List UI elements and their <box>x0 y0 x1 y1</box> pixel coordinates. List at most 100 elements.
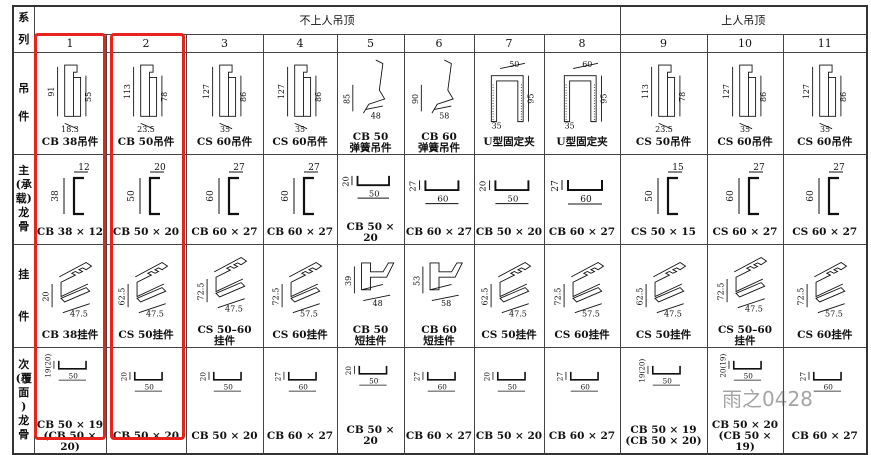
component-label: CB 50 短挂件 <box>352 323 389 347</box>
component-label: CB 60 × 27 <box>191 226 258 238</box>
dimension-label: 48 <box>373 298 383 307</box>
component-label: CB 38 × 12 <box>36 226 104 238</box>
dimension-label: 27 <box>833 163 845 173</box>
dimension-label: 35 <box>740 125 750 134</box>
component-label: CB 38吊件 <box>41 136 99 148</box>
dimension-label: 20 <box>340 176 350 187</box>
component-label: U型固定夹 <box>483 136 535 148</box>
component-label: CB 60 × 27 <box>266 226 334 238</box>
dimension-label: 50 <box>507 195 518 205</box>
component-label: CB 50 × 20 <box>191 429 258 442</box>
dimension-label: 60 <box>299 382 309 391</box>
component-label: CB 60 × 27 <box>548 429 616 442</box>
dimension-label: 47.5 <box>70 309 88 318</box>
u-channel-icon: 19(20)50 <box>637 358 681 386</box>
row-label: 挂 件 <box>12 243 35 348</box>
dimension-label: 50 <box>744 371 754 380</box>
u-channel-icon: 20(19) 50 <box>719 353 762 380</box>
dimension-label: 35 <box>219 125 229 134</box>
u-clip-icon: 50 95 35 <box>490 60 536 131</box>
hanger-clip-icon: 72.557.5 <box>796 262 848 318</box>
dimension-label: 55 <box>84 92 93 102</box>
column-number: 10 <box>706 33 784 53</box>
dimension-label: 60 <box>726 190 736 202</box>
dimension-label: 35 <box>565 122 575 131</box>
dimension-label: 19(20) <box>637 358 646 382</box>
dimension-label: 20(19) <box>719 353 728 377</box>
dimension-label: 53 <box>412 275 421 285</box>
series-header: 系 列 <box>12 5 35 53</box>
component-label: CB 60 × 27 <box>405 226 473 238</box>
dimension-label: 12 <box>78 163 89 173</box>
component-label: CB 60 短挂件 <box>421 323 457 347</box>
dimension-label: 78 <box>678 92 687 102</box>
dimension-label: 50 <box>145 382 155 391</box>
dimension-label: 60 <box>281 190 291 202</box>
dimension-label: 95 <box>527 94 536 104</box>
dimension-label: 20 <box>120 371 129 381</box>
component-label: CB 50 × 20 <box>346 220 395 244</box>
component-label: CS 50挂件 <box>118 329 174 341</box>
component-label: CS 60吊件 <box>797 136 853 148</box>
highlight-column-1 <box>34 33 106 440</box>
dimension-label: 60 <box>581 382 591 391</box>
dimension-label: 62.5 <box>481 288 490 306</box>
watermark: 雨之0428 <box>722 387 813 411</box>
row-label: 主 (承 载) 龙 骨 <box>12 153 35 245</box>
component-label: CB 50 弹簧吊件 <box>349 130 392 154</box>
dimension-label: 60 <box>580 195 592 205</box>
component-label: CS 60挂件 <box>554 329 610 341</box>
dimension-label: 127 <box>722 84 731 99</box>
dimension-label: 35 <box>492 122 502 131</box>
dimension-label: 50 <box>369 188 380 198</box>
column-number: 5 <box>336 33 405 53</box>
dimension-label: 27 <box>798 371 807 381</box>
hanger-clip-icon: 72.557.5 <box>272 262 323 318</box>
component-label: CB 60 × 27 <box>405 429 473 442</box>
c-profile-icon: 60 27 <box>281 163 320 216</box>
dimension-label: 27 <box>274 371 283 381</box>
dimension-label: 50 <box>509 60 519 69</box>
dimension-label: 57.5 <box>582 309 600 318</box>
component-label: U型固定夹 <box>556 136 608 148</box>
dimension-label: 20 <box>154 163 166 173</box>
dimension-label: 91 <box>47 87 56 97</box>
component-label: CB 50 × 20 <box>475 429 543 442</box>
hanger-clip-icon: 72.557.5 <box>554 262 605 318</box>
dimension-label: 50 <box>69 371 79 380</box>
dimension-label: 47.5 <box>509 309 527 318</box>
component-label: CS 60 × 27 <box>712 226 778 238</box>
dimension-label: 47.5 <box>663 309 681 318</box>
component-label: CB 50 × 19 (CB 50 × 20) <box>625 424 702 447</box>
dimension-label: 57.5 <box>825 309 843 318</box>
dimension-label: 27 <box>308 163 320 173</box>
dimension-label: 113 <box>641 84 650 99</box>
dimension-label: 86 <box>314 92 323 102</box>
